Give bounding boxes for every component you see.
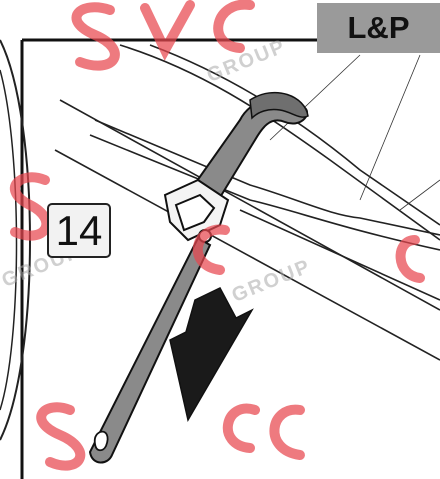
svc-watermark [10,0,425,471]
strap-tail [88,236,212,464]
step-number: 14 [55,206,103,254]
leader-lines [269,54,440,211]
brand-tag-label: L&P [347,10,410,45]
wheel-inner-arc [0,69,18,411]
step-number-badge: 14 [47,203,111,258]
pull-down-arrow-icon [169,287,254,423]
strap-tail-slot [93,430,109,452]
strap-loop [249,91,309,120]
brand-tag: L&P [317,3,440,53]
